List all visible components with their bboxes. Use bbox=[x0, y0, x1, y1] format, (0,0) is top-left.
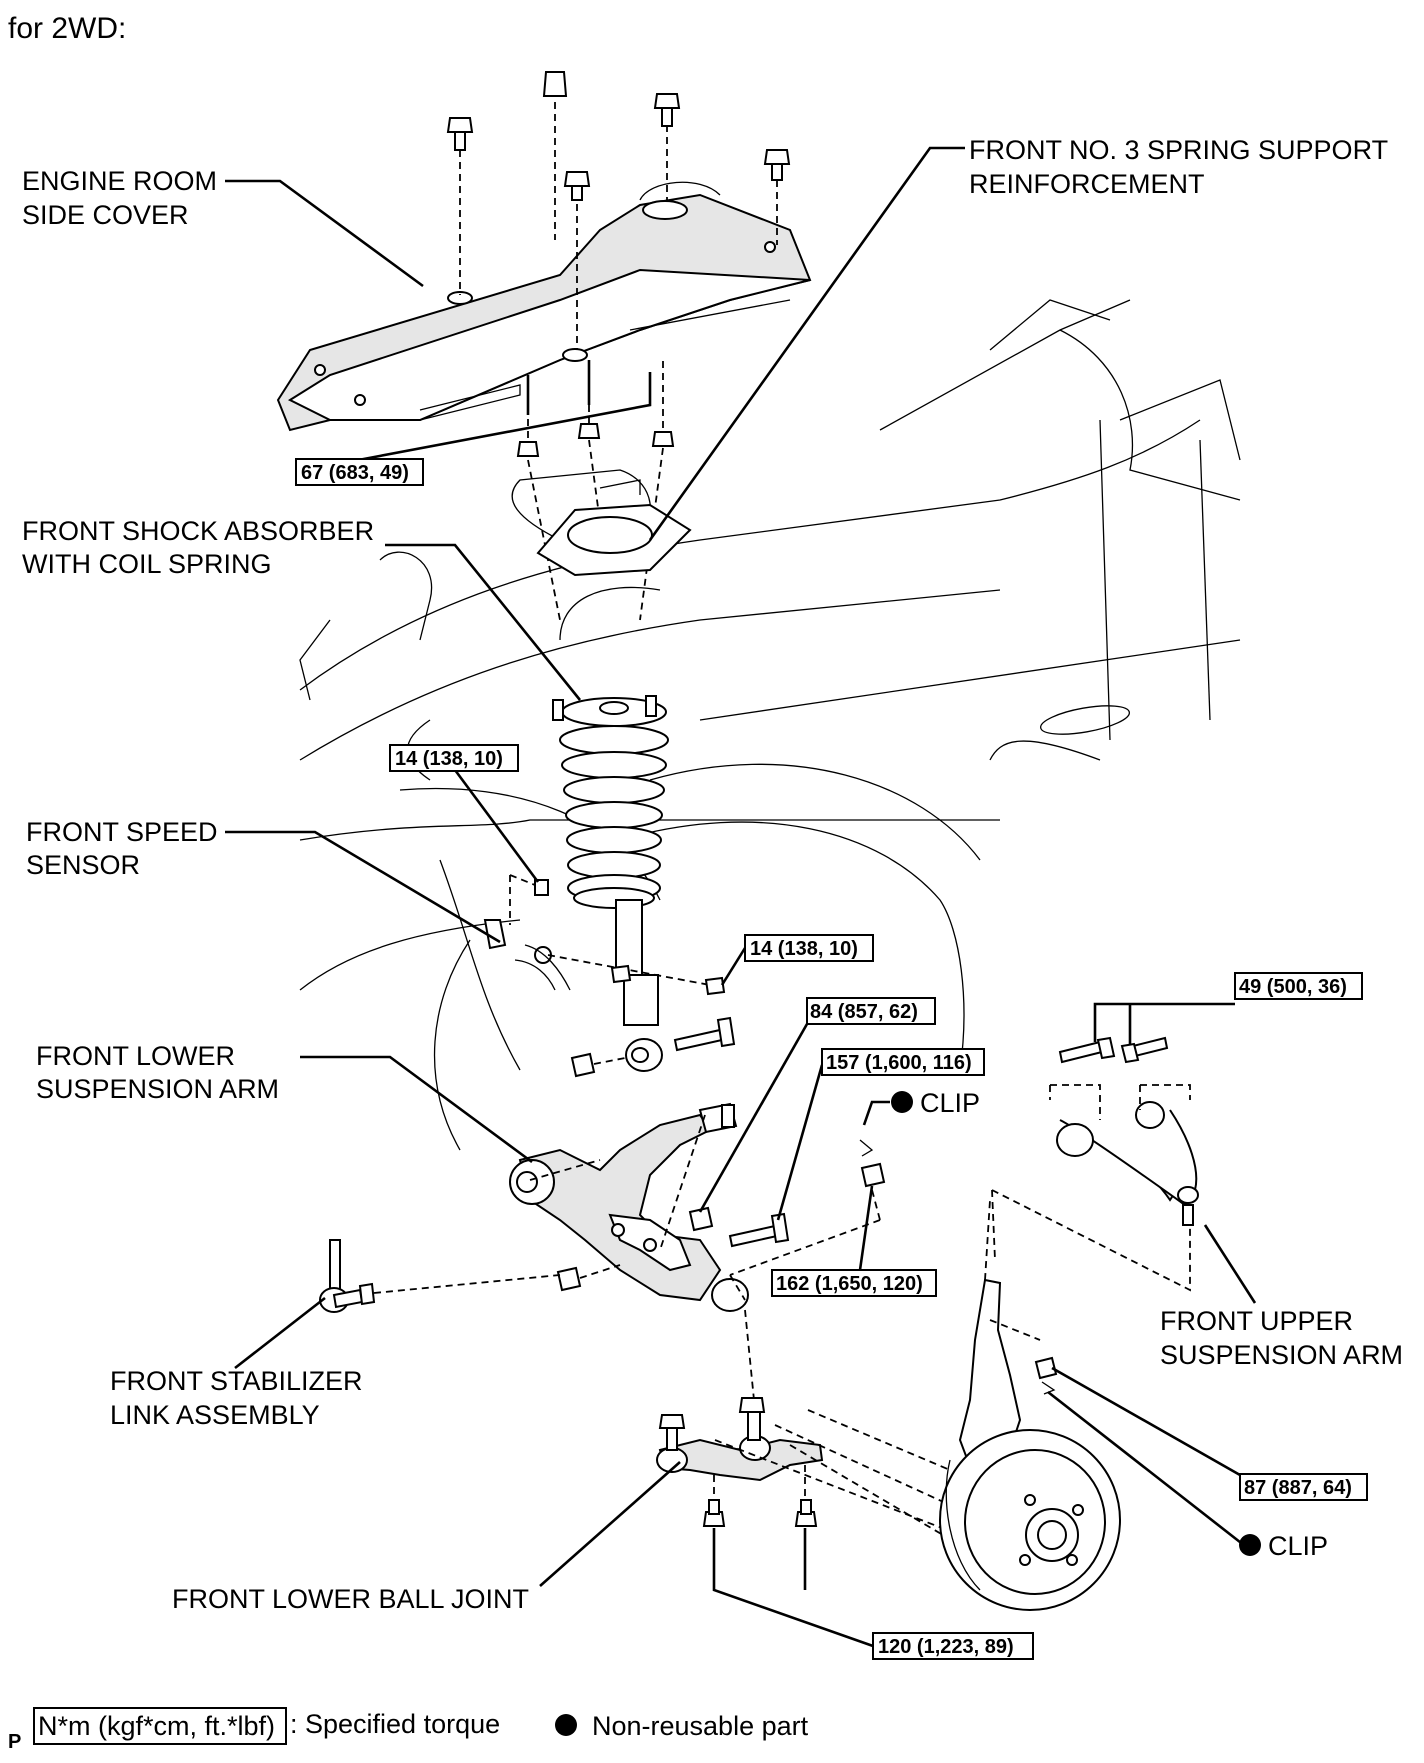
legend-unit-box: N*m (kgf*cm, ft.*lbf) bbox=[38, 1711, 275, 1741]
label-upper-arm-1: FRONT UPPER bbox=[1160, 1306, 1353, 1336]
torque-specs: 67 (683, 49) 14 (138, 10) 14 (138, 10) 8… bbox=[295, 458, 1368, 1660]
torque-14-lower: 14 (138, 10) bbox=[750, 938, 858, 960]
torque-120: 120 (1,223, 89) bbox=[878, 1636, 1014, 1658]
label-engine-room-side-cover-2: SIDE COVER bbox=[22, 200, 189, 230]
upper-suspension-arm bbox=[991, 1036, 1199, 1292]
label-stabilizer-2: LINK ASSEMBLY bbox=[110, 1400, 320, 1430]
label-shock-absorber-2: WITH COIL SPRING bbox=[22, 549, 272, 579]
torque-49: 49 (500, 36) bbox=[1239, 976, 1347, 998]
shock-lower-fasteners bbox=[570, 1016, 736, 1078]
label-stabilizer-1: FRONT STABILIZER bbox=[110, 1366, 363, 1396]
label-engine-room-side-cover-1: ENGINE ROOM bbox=[22, 166, 217, 196]
label-lower-arm-2: SUSPENSION ARM bbox=[36, 1074, 279, 1104]
diagram-header: for 2WD: bbox=[8, 12, 126, 45]
torque-84: 84 (857, 62) bbox=[810, 1001, 918, 1023]
label-upper-arm-2: SUSPENSION ARM bbox=[1160, 1340, 1403, 1370]
engine-room-side-cover bbox=[276, 181, 812, 432]
knuckle-nut bbox=[1034, 1356, 1058, 1395]
cover-bolts bbox=[446, 71, 791, 350]
label-shock-absorber-1: FRONT SHOCK ABSORBER bbox=[22, 516, 374, 546]
torque-14-upper: 14 (138, 10) bbox=[395, 748, 503, 770]
torque-157: 157 (1,600, 116) bbox=[826, 1052, 972, 1074]
label-ball-joint: FRONT LOWER BALL JOINT bbox=[172, 1584, 529, 1614]
vehicle-body-outline bbox=[299, 299, 1241, 1151]
label-speed-sensor-2: SENSOR bbox=[26, 850, 140, 880]
non-reusable-dot-icon bbox=[555, 1714, 577, 1736]
legend: P N*m (kgf*cm, ft.*lbf) : Specified torq… bbox=[8, 1707, 809, 1753]
label-clip-1: CLIP bbox=[920, 1088, 980, 1118]
coil-spring bbox=[559, 725, 669, 902]
legend-nonreusable: Non-reusable part bbox=[592, 1711, 809, 1741]
torque-67: 67 (683, 49) bbox=[301, 462, 409, 484]
stabilizer-link bbox=[319, 1239, 561, 1313]
spring-support-reinforcement bbox=[536, 479, 692, 577]
legend-unit-text: : Specified torque bbox=[290, 1709, 500, 1739]
non-reusable-dot-icon bbox=[1239, 1534, 1261, 1556]
part-labels: ENGINE ROOM SIDE COVER FRONT NO. 3 SPRIN… bbox=[22, 135, 1403, 1614]
label-clip-2: CLIP bbox=[1268, 1531, 1328, 1561]
lower-ball-joint bbox=[656, 1397, 961, 1546]
leader-lines bbox=[225, 146, 1257, 1587]
label-speed-sensor-1: FRONT SPEED bbox=[26, 817, 218, 847]
non-reusable-dot-icon bbox=[891, 1091, 913, 1113]
torque-162: 162 (1,650, 120) bbox=[776, 1273, 923, 1295]
label-spring-support-2: REINFORCEMENT bbox=[969, 169, 1205, 199]
lower-suspension-arm bbox=[509, 1102, 749, 1312]
legend-marker: P bbox=[8, 1731, 21, 1753]
label-spring-support-1: FRONT NO. 3 SPRING SUPPORT bbox=[969, 135, 1388, 165]
label-lower-arm-1: FRONT LOWER bbox=[36, 1041, 235, 1071]
shock-absorber-with-coil-spring bbox=[552, 695, 669, 1072]
torque-87: 87 (887, 64) bbox=[1244, 1477, 1352, 1499]
steering-knuckle-and-brake bbox=[939, 1199, 1121, 1611]
ball-joint-bolts bbox=[702, 1465, 874, 1648]
